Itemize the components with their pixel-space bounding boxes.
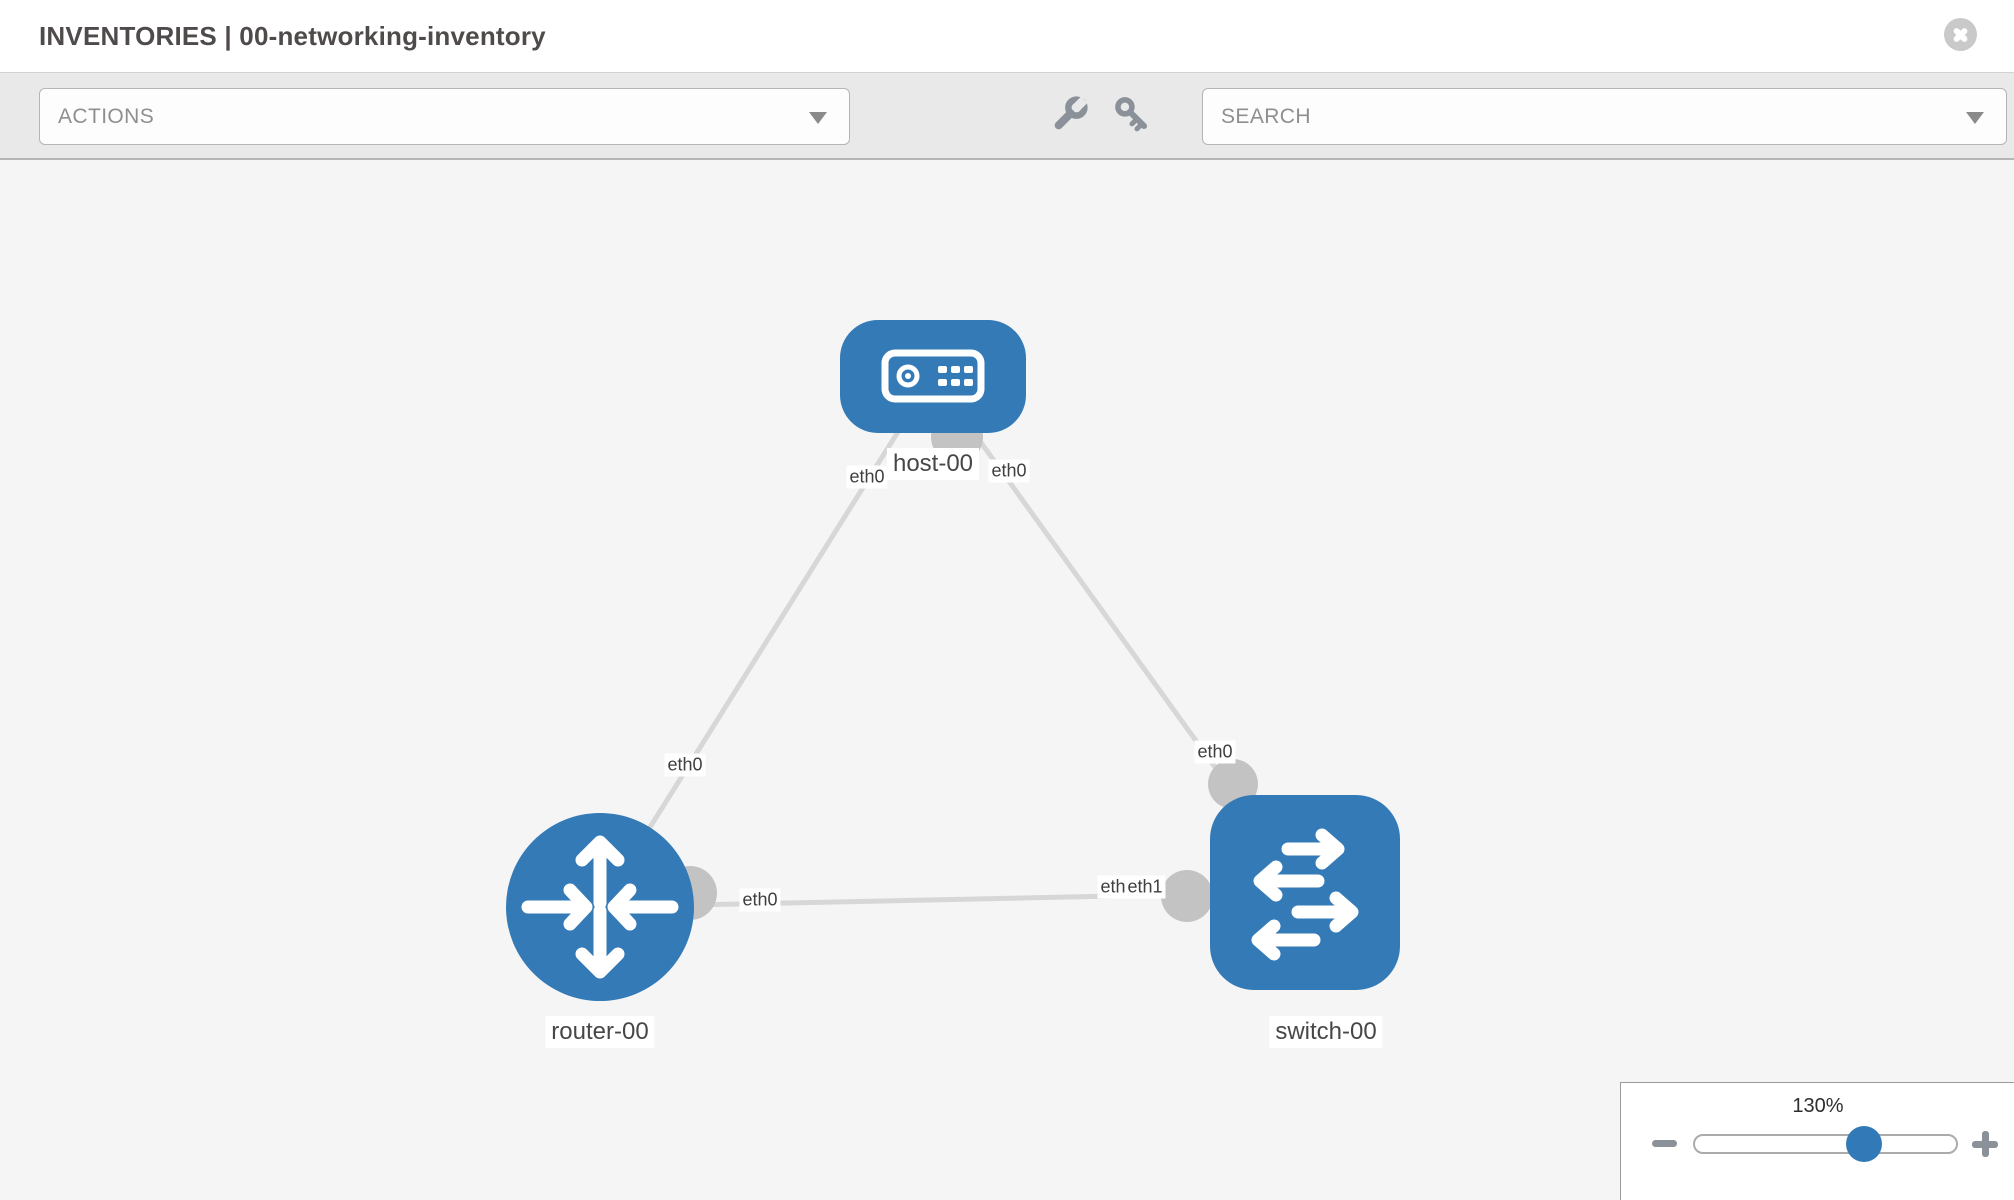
link-host-router[interactable] (597, 374, 936, 909)
zoom-slider-track[interactable] (1693, 1134, 1958, 1154)
search-placeholder: SEARCH (1221, 105, 1311, 128)
chevron-down-icon (1966, 112, 1984, 124)
iface-label-host-router-a: eth0 (846, 465, 888, 489)
node-label-router[interactable]: router-00 (545, 1016, 655, 1048)
actions-dropdown[interactable]: ACTIONS (39, 88, 850, 145)
interface-connector-switch-left[interactable] (1161, 870, 1213, 922)
node-host-00[interactable] (840, 320, 1026, 433)
iface-label-host-switch-b: eth0 (1194, 740, 1236, 764)
close-icon[interactable] (1944, 18, 1977, 51)
key-icon[interactable] (1111, 94, 1155, 138)
chevron-down-icon (809, 112, 827, 124)
router-icon (521, 835, 679, 979)
zoom-panel: 130% (1620, 1082, 2014, 1200)
host-icon (881, 349, 985, 403)
zoom-slider-thumb[interactable] (1846, 1126, 1882, 1162)
node-label-host[interactable]: host-00 (886, 448, 980, 480)
zoom-out-icon[interactable] (1652, 1140, 1677, 1147)
iface-label-host-router-b: eth0 (664, 753, 706, 777)
search-input[interactable]: SEARCH (1202, 88, 2007, 145)
iface-label-router-switch-b: eth1 (1124, 875, 1166, 899)
header: INVENTORIES | 00-networking-inventory (0, 0, 2014, 72)
zoom-percentage: 130% (1792, 1095, 1844, 1117)
page-title: INVENTORIES | 00-networking-inventory (39, 21, 546, 51)
node-router-00[interactable] (506, 813, 694, 1001)
iface-label-router-switch-a: eth0 (739, 888, 781, 912)
toolbar: ACTIONS SEARCH (0, 72, 2014, 160)
actions-dropdown-label: ACTIONS (58, 105, 155, 128)
zoom-in-icon[interactable] (1972, 1131, 1998, 1157)
node-label-switch[interactable]: switch-00 (1269, 1016, 1383, 1048)
iface-label-host-switch-a: eth0 (988, 459, 1030, 483)
switch-icon (1251, 828, 1359, 961)
wrench-icon[interactable] (1048, 94, 1092, 138)
node-switch-00[interactable] (1210, 795, 1400, 990)
